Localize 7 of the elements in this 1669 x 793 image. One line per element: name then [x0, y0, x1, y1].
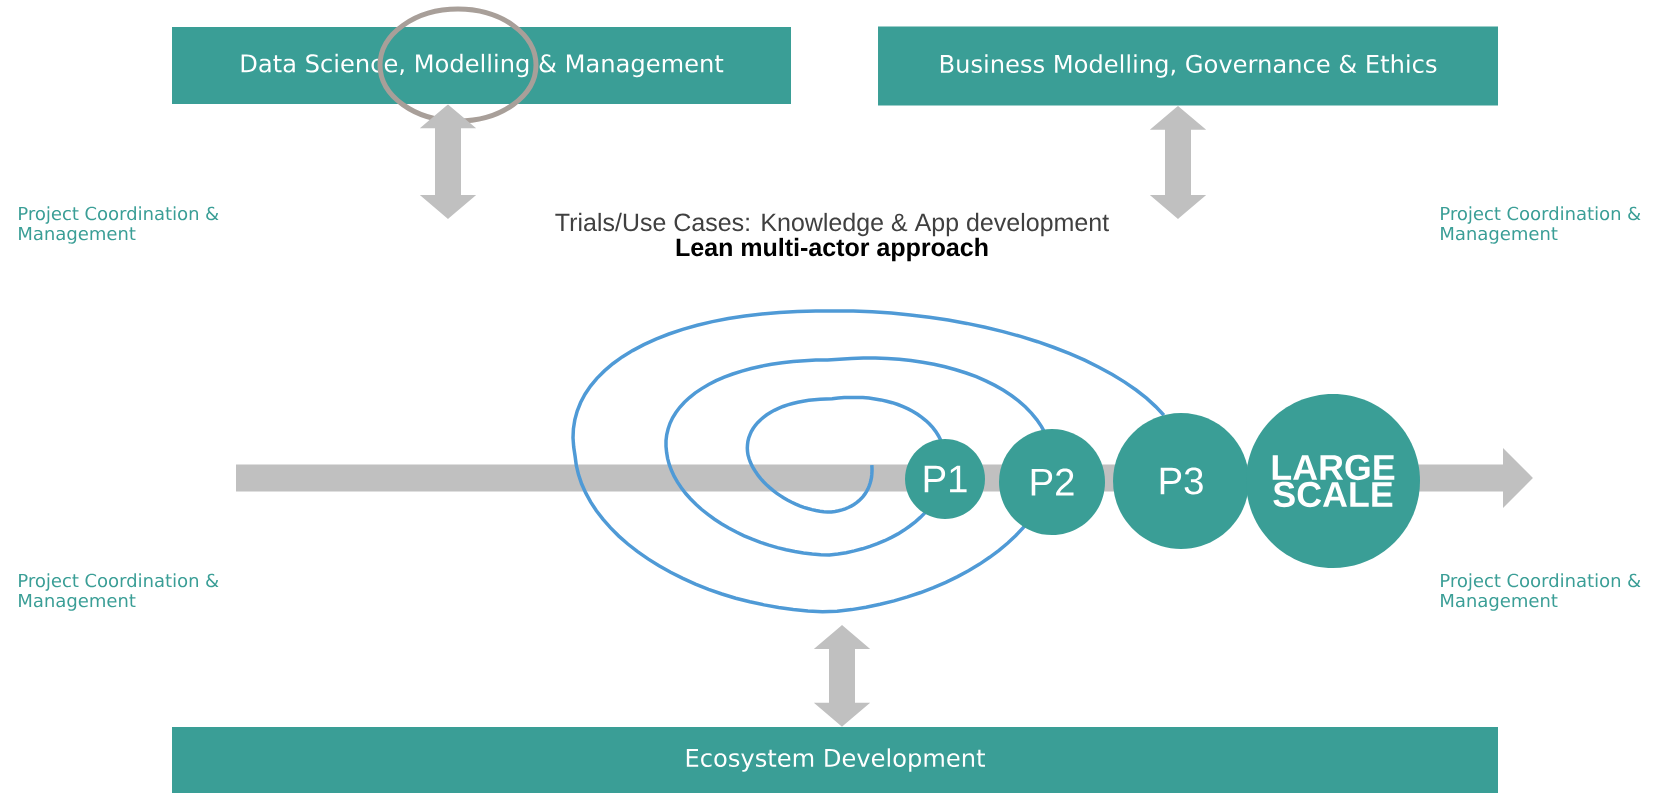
process-box: Business Modelling, Governance & Ethics [878, 26, 1498, 106]
side-label: Project Coordination & Management [1441, 206, 1641, 244]
side-label: Project Coordination & Management [19, 573, 219, 611]
heading-text: Trials/Use Cases: Knowledge & App development Lean multi-actor approach [555, 212, 1109, 262]
process-box: Ecosystem Development [172, 727, 1498, 793]
side-label: Project Coordination & Management [19, 206, 219, 244]
side-label: Project Coordination & Management [1441, 573, 1641, 611]
